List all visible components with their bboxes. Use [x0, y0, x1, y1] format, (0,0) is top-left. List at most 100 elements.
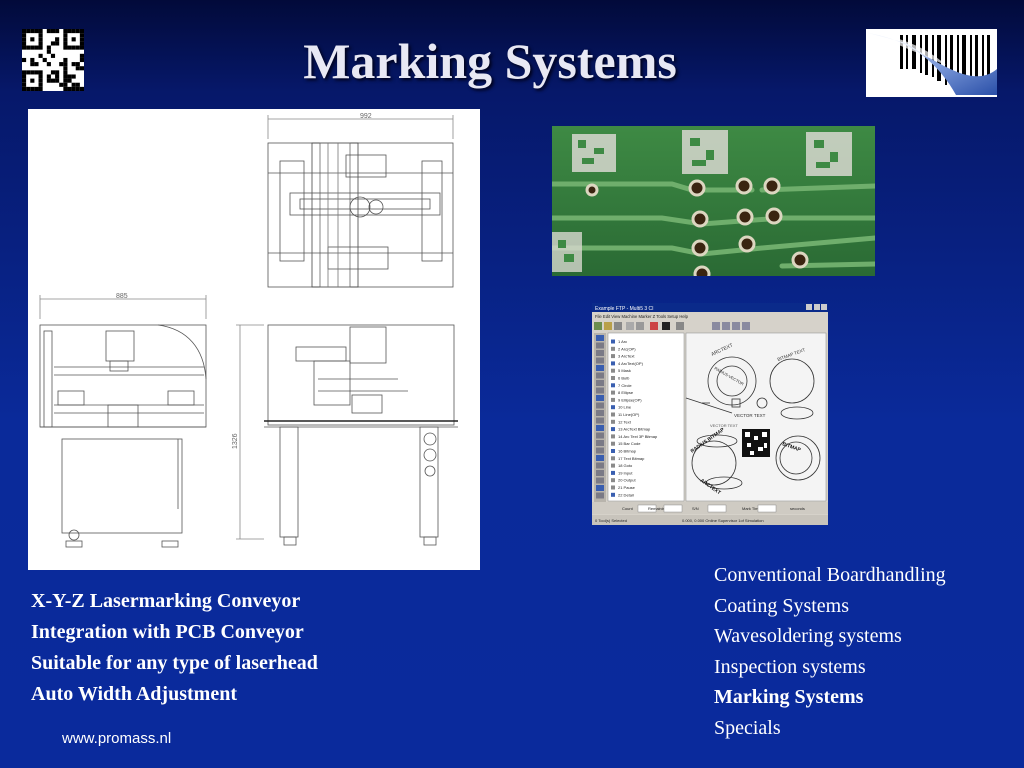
software-tree-item[interactable]: 6 Bulb — [618, 376, 630, 381]
tool-button-icon[interactable] — [596, 410, 604, 416]
tree-item-icon — [611, 434, 615, 439]
feature-list: X-Y-Z Lasermarking Conveyor Integration … — [31, 586, 318, 710]
barcode-logo — [866, 29, 997, 97]
menu-item-inspection-systems[interactable]: Inspection systems — [714, 655, 866, 678]
software-tree-item[interactable]: 11 Line(OP) — [618, 412, 640, 417]
tree-item-icon — [611, 390, 615, 395]
dimension-side: 1326 — [232, 433, 239, 449]
slide-title: Marking Systems — [303, 33, 677, 89]
menu-item-coating-systems[interactable]: Coating Systems — [714, 594, 850, 617]
menu-item-conventional-boardhandling[interactable]: Conventional Boardhandling — [714, 564, 946, 586]
software-field-label: Count — [622, 506, 634, 511]
tree-item-icon — [611, 470, 615, 475]
tree-item-icon — [611, 405, 615, 410]
technical-drawing: 992 885 1326 — [28, 109, 480, 570]
software-tree-item[interactable]: 13 ArcText Bitmap — [618, 427, 651, 432]
software-tree-item[interactable]: 20 Output — [618, 478, 636, 483]
software-tree-item[interactable]: 3 ArcText — [618, 354, 635, 359]
software-tree-item[interactable]: 22 Detail — [618, 492, 634, 497]
conveyor-drawing: 992 885 1326 — [39, 113, 458, 548]
dimension-top: 992 — [360, 113, 372, 120]
tree-item-icon — [611, 478, 615, 483]
software-tree-item[interactable]: 4 ArcText(OP) — [618, 361, 644, 366]
qr-code-icon — [22, 29, 84, 91]
tree-item-icon — [611, 383, 615, 388]
feature-item: Suitable for any type of laserhead — [31, 652, 318, 674]
tree-item-icon — [611, 449, 615, 453]
tool-button-icon[interactable] — [596, 485, 604, 491]
tool-button-icon[interactable] — [596, 342, 604, 349]
tree-item-icon — [611, 339, 615, 344]
tree-item-icon — [611, 485, 615, 490]
tool-button-icon[interactable] — [596, 432, 604, 439]
tool-button-icon[interactable] — [596, 380, 604, 386]
pcb-marking-photo — [552, 126, 875, 276]
software-field-label: seconds — [790, 506, 805, 511]
tool-button-icon[interactable] — [596, 470, 604, 476]
menu-item-marking-systems[interactable]: Marking Systems — [714, 686, 864, 709]
tool-button-icon[interactable] — [596, 455, 604, 461]
tree-item-icon — [611, 492, 615, 497]
tool-button-icon[interactable] — [596, 402, 604, 409]
tree-item-icon — [611, 397, 615, 402]
tool-button-icon[interactable] — [596, 417, 604, 424]
software-tree-item[interactable]: 21 Pause — [618, 485, 636, 490]
software-field-label: Remaining — [648, 506, 667, 511]
tree-item-icon — [611, 427, 615, 432]
qr-code-logo — [22, 29, 84, 91]
software-field-label: S/N — [692, 506, 699, 511]
tree-item-icon — [611, 361, 615, 366]
software-tree-item[interactable]: 8 Ellipse — [618, 390, 634, 395]
software-tree-item[interactable]: 15 Bar Code — [618, 441, 641, 446]
tool-button-icon[interactable] — [596, 477, 604, 484]
tool-button-icon[interactable] — [596, 335, 604, 341]
software-field-input[interactable] — [663, 504, 683, 513]
canvas-vector-text: VECTOR TEXT — [734, 413, 766, 418]
software-field-input[interactable] — [757, 504, 777, 513]
software-tree-item[interactable]: 2 Arc(OP) — [618, 346, 636, 351]
menu-item-specials[interactable]: Specials — [714, 716, 781, 739]
barcode-icon — [868, 33, 997, 95]
tool-button-icon[interactable] — [596, 365, 604, 371]
software-title-bar: Example FTP - Multi5 3 CI — [595, 306, 654, 312]
software-tree-item[interactable]: 12 Text — [618, 419, 632, 424]
software-tree-item[interactable]: 14 Arc Text 3P Bitmap — [618, 434, 658, 439]
software-field-input[interactable] — [637, 504, 657, 513]
software-tree-item[interactable]: 17 Text Bitmap — [618, 456, 645, 461]
tool-button-icon[interactable] — [596, 395, 604, 401]
tool-button-icon[interactable] — [596, 425, 604, 431]
dimension-left: 885 — [116, 293, 128, 300]
feature-item: X-Y-Z Lasermarking Conveyor — [31, 590, 301, 612]
software-tree-item[interactable]: 1 Arc — [618, 339, 627, 344]
software-tree-item[interactable]: 19 Input — [618, 470, 633, 475]
tool-button-icon[interactable] — [596, 492, 604, 499]
tool-button-icon[interactable] — [596, 462, 604, 469]
menu-item-wavesoldering-systems[interactable]: Wavesoldering systems — [714, 625, 902, 648]
tree-item-icon — [611, 419, 615, 424]
tool-button-icon[interactable] — [596, 387, 604, 394]
software-tree-item[interactable]: 10 Line — [618, 405, 632, 410]
canvas-vector-text-2: VECTOR TEXT — [710, 423, 738, 428]
tool-button-icon[interactable] — [596, 372, 604, 379]
tool-button-icon[interactable] — [596, 350, 604, 356]
website-link[interactable]: www.promass.nl — [62, 730, 172, 747]
software-field-label: Mark Time — [742, 506, 761, 511]
software-tree-item[interactable]: 18 Goto — [618, 463, 633, 468]
tree-item-icon — [611, 441, 615, 446]
tree-item-icon — [611, 412, 615, 417]
tool-button-icon[interactable] — [596, 440, 604, 446]
software-tree-item[interactable]: 9 Ellipse(OP) — [618, 397, 642, 402]
tool-button-icon[interactable] — [596, 357, 604, 364]
pcb-image — [552, 126, 875, 276]
marking-software-screenshot: Example FTP - Multi5 3 CI File Edit View… — [592, 303, 828, 525]
tree-item-icon — [611, 463, 615, 468]
product-menu: Conventional Boardhandling Coating Syste… — [714, 560, 946, 744]
software-tree-item[interactable]: 5 Mask — [618, 368, 631, 373]
tree-item-icon — [611, 354, 615, 359]
software-tree-item[interactable]: 16 Bitmap — [618, 449, 637, 454]
tool-button-icon[interactable] — [596, 447, 604, 454]
software-status-mid: 0.000, 0.000 Online Supervisor 1of Simul… — [682, 518, 764, 523]
tree-item-icon — [611, 456, 615, 461]
software-tree-item[interactable]: 7 Circle — [618, 383, 632, 388]
software-field-input[interactable] — [707, 504, 727, 513]
